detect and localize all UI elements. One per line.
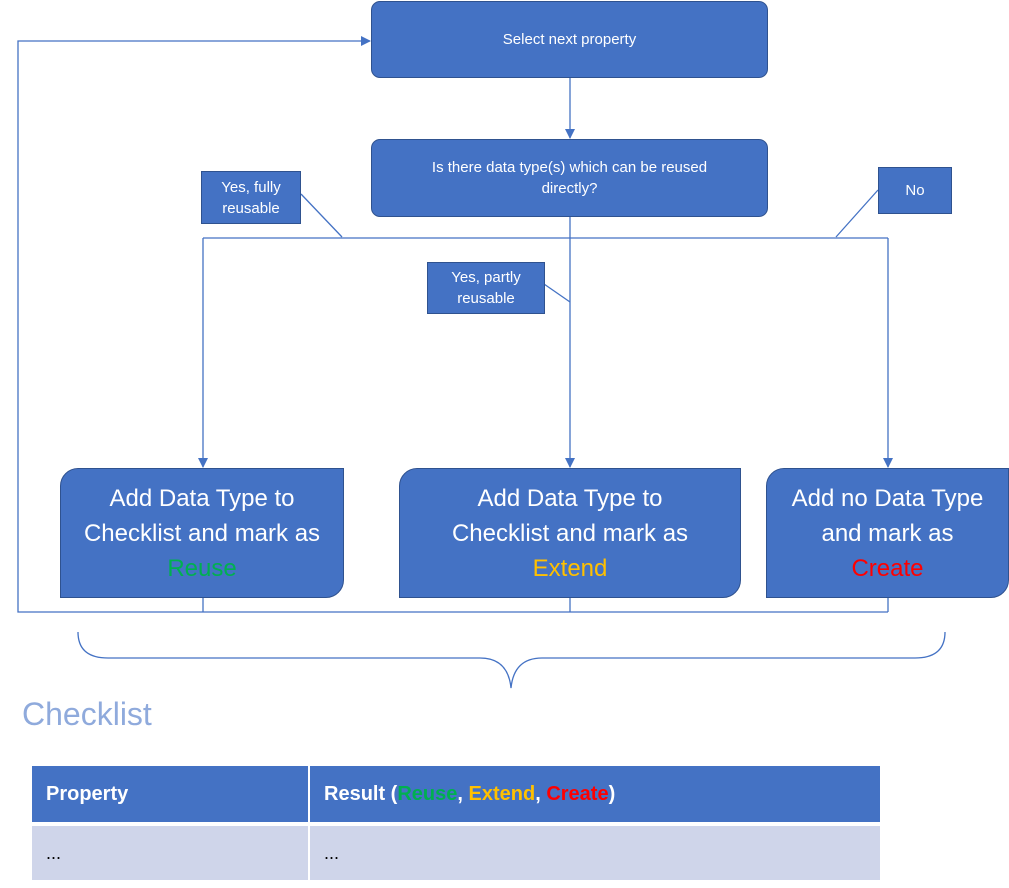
callout-no-pointer xyxy=(835,189,879,238)
callout-partly-pointer xyxy=(543,283,571,303)
arrow-loop-back xyxy=(17,36,888,613)
extend-text: Extend xyxy=(532,554,608,582)
brace xyxy=(77,631,946,689)
cell-result: ... xyxy=(310,826,880,880)
checklist-table: Property Result (Reuse, Extend, Create) … xyxy=(30,762,882,884)
label-yes-fully-reusable: Yes, fully reusable xyxy=(201,171,301,224)
node-create: Add no Data Type and mark as Create xyxy=(766,468,1009,598)
create-text: Create xyxy=(851,554,924,582)
table-row: ... ... xyxy=(32,826,880,880)
header-property: Property xyxy=(32,766,308,822)
cell-property: ... xyxy=(32,826,308,880)
checklist-title: Checklist xyxy=(22,696,152,732)
label-yes-partly-reusable: Yes, partly reusable xyxy=(427,262,545,314)
node-select-next-property: Select next property xyxy=(371,1,768,78)
callout-fully-pointer xyxy=(300,193,343,238)
node-extend: Add Data Type to Checklist and mark as E… xyxy=(399,468,741,598)
reuse-text: Reuse xyxy=(167,554,237,582)
header-result: Result (Reuse, Extend, Create) xyxy=(310,766,880,822)
label-no: No xyxy=(878,167,952,214)
node-reuse-question: Is there data type(s) which can be reuse… xyxy=(371,139,768,217)
table-header-row: Property Result (Reuse, Extend, Create) xyxy=(32,766,880,822)
node-reuse: Add Data Type to Checklist and mark as R… xyxy=(60,468,344,598)
